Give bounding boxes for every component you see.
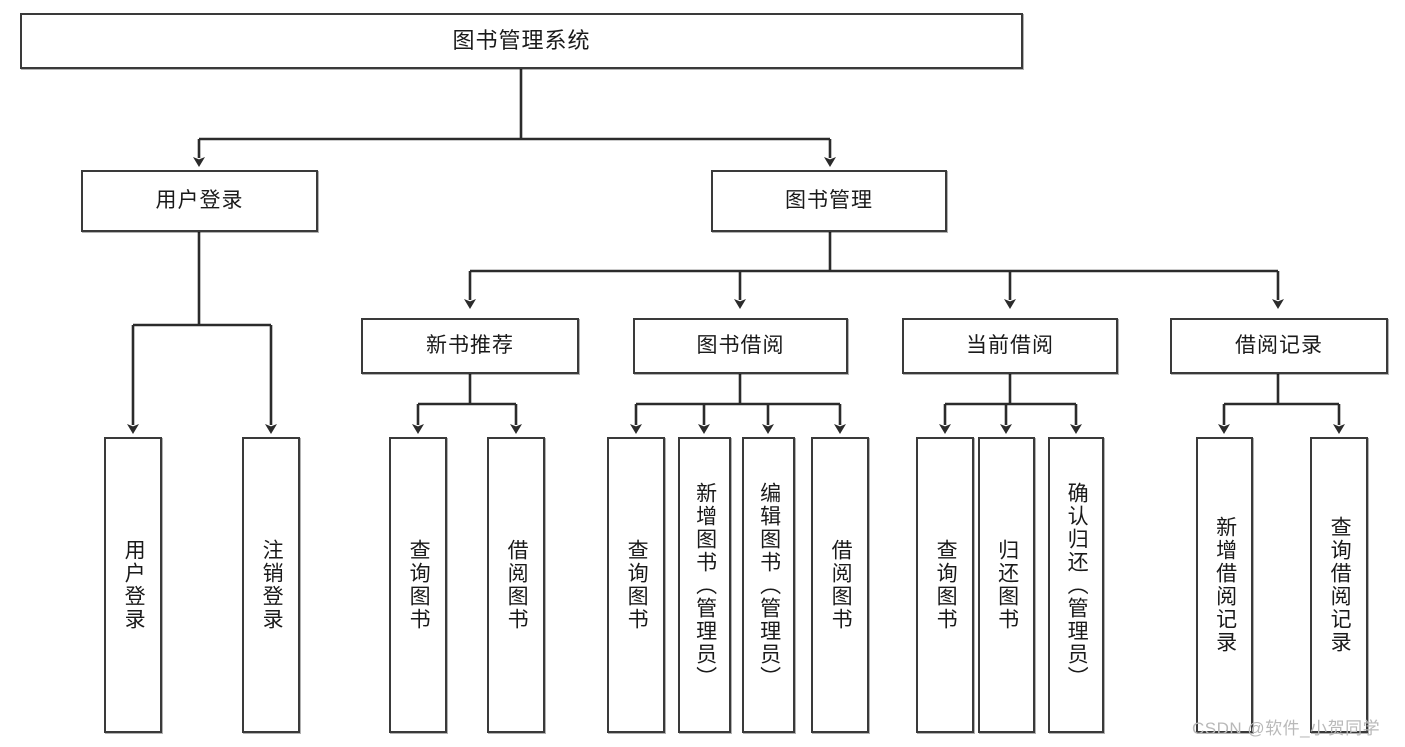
node-borrow-record-label: 借阅记录 [1235, 334, 1323, 358]
node-leaf-edit-book-label: 编辑图书（管理员） [757, 481, 781, 689]
node-leaf-query-book-c-label: 查询图书 [934, 539, 958, 631]
node-book-management-label: 图书管理 [785, 189, 873, 213]
node-user-login[interactable]: 用户登录 [81, 170, 318, 232]
watermark: CSDN @软件_小贺同学 [1192, 719, 1381, 738]
node-book-management[interactable]: 图书管理 [711, 170, 947, 232]
node-leaf-borrow-book-a-label: 借阅图书 [505, 539, 529, 631]
node-leaf-borrow-book-b-label: 借阅图书 [829, 539, 853, 631]
node-leaf-confirm-return[interactable]: 确认归还（管理员） [1048, 437, 1104, 733]
node-leaf-query-book-a[interactable]: 查询图书 [389, 437, 447, 733]
node-leaf-edit-book[interactable]: 编辑图书（管理员） [742, 437, 795, 733]
node-leaf-user-login-label: 用户登录 [122, 539, 146, 631]
node-leaf-return-book[interactable]: 归还图书 [978, 437, 1035, 733]
node-leaf-query-record[interactable]: 查询借阅记录 [1310, 437, 1368, 733]
node-leaf-add-book[interactable]: 新增图书（管理员） [678, 437, 731, 733]
node-root-label: 图书管理系统 [452, 27, 591, 53]
node-root[interactable]: 图书管理系统 [20, 13, 1023, 69]
node-leaf-add-record[interactable]: 新增借阅记录 [1196, 437, 1253, 733]
node-leaf-logout-label: 注销登录 [260, 539, 284, 631]
node-leaf-query-book-b[interactable]: 查询图书 [607, 437, 665, 733]
node-leaf-logout[interactable]: 注销登录 [242, 437, 300, 733]
node-leaf-query-book-c[interactable]: 查询图书 [916, 437, 974, 733]
node-leaf-confirm-return-label: 确认归还（管理员） [1065, 481, 1089, 689]
node-current-borrow-label: 当前借阅 [966, 334, 1054, 358]
node-leaf-user-login[interactable]: 用户登录 [104, 437, 162, 733]
node-book-borrow[interactable]: 图书借阅 [633, 318, 848, 374]
node-leaf-borrow-book-a[interactable]: 借阅图书 [487, 437, 545, 733]
node-current-borrow[interactable]: 当前借阅 [902, 318, 1118, 374]
node-new-book-recommend-label: 新书推荐 [426, 334, 514, 358]
node-leaf-borrow-book-b[interactable]: 借阅图书 [811, 437, 869, 733]
node-leaf-add-record-label: 新增借阅记录 [1213, 516, 1237, 654]
node-leaf-query-book-a-label: 查询图书 [407, 539, 431, 631]
node-leaf-query-book-b-label: 查询图书 [625, 539, 649, 631]
node-new-book-recommend[interactable]: 新书推荐 [361, 318, 579, 374]
node-user-login-label: 用户登录 [155, 189, 244, 213]
node-leaf-query-record-label: 查询借阅记录 [1328, 516, 1352, 654]
node-book-borrow-label: 图书借阅 [696, 334, 785, 358]
node-borrow-record[interactable]: 借阅记录 [1170, 318, 1388, 374]
node-leaf-add-book-label: 新增图书（管理员） [693, 481, 717, 689]
node-leaf-return-book-label: 归还图书 [995, 539, 1019, 631]
